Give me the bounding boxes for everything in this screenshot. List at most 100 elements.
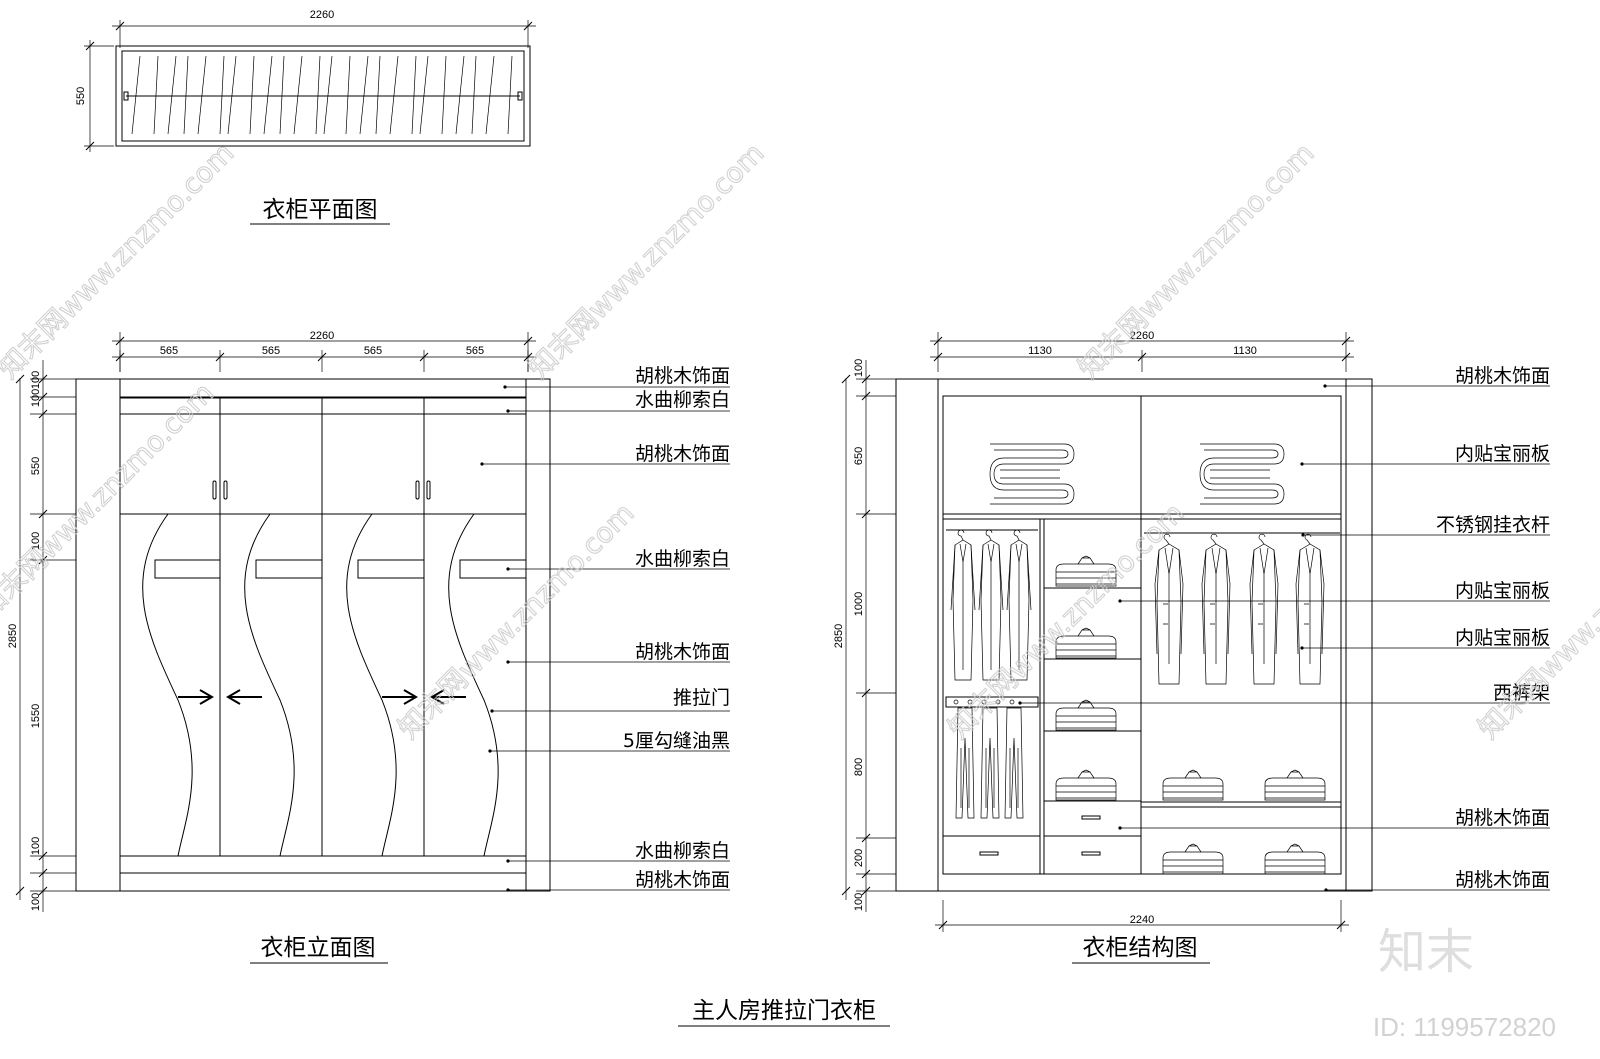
leader-dot <box>490 709 494 713</box>
hanger-line <box>227 55 237 135</box>
elev-label: 胡桃木饰面 <box>635 443 730 465</box>
watermark-text: 知末网www.znzmo.com <box>522 136 771 385</box>
plan-depth-dim: 550 <box>75 87 87 105</box>
watermark-text: 知末网www.znzmo.com <box>1072 136 1321 385</box>
leader-dot <box>1118 826 1122 830</box>
leader-dot <box>506 888 510 892</box>
jacket-icon <box>1295 533 1325 685</box>
elev-left-dim: 550 <box>30 457 42 475</box>
hanger-line <box>315 55 321 135</box>
hanger-line <box>153 55 159 135</box>
leader-dot <box>1301 533 1305 537</box>
leader-dot <box>1324 888 1328 892</box>
elev-seg-dim: 565 <box>466 345 484 357</box>
hanger-line <box>263 55 273 135</box>
struct-total-height-dim: 2850 <box>833 624 845 648</box>
struct-label: 西裤架 <box>1493 682 1550 704</box>
struct-left-dim: 200 <box>853 849 865 867</box>
hanger-line <box>375 55 381 135</box>
elev-left-dim: 100 <box>30 371 42 389</box>
hanger-line <box>441 55 447 135</box>
elev-left-dim: 100 <box>30 893 42 911</box>
leader-dot <box>1323 384 1327 388</box>
watermark-text: 知末网www.znzmo.com <box>942 496 1191 745</box>
plan-title: 衣柜平面图 <box>263 197 378 223</box>
elev-total-dim: 2260 <box>310 330 334 342</box>
hanger-line <box>345 55 351 135</box>
struct-bottom-dim: 2240 <box>1130 914 1154 926</box>
jacket-icon <box>1201 533 1231 685</box>
elev-label: 胡桃木饰面 <box>635 365 730 387</box>
folded-clothes-icon <box>1055 769 1117 801</box>
leader-dot <box>503 385 507 389</box>
struct-seg-dim: 1130 <box>1028 345 1052 357</box>
hanger-line <box>219 55 225 135</box>
folded-clothes-icon <box>1162 769 1224 801</box>
hanger-line <box>323 55 333 135</box>
plan-view: 2260 550 衣柜平面图 <box>75 9 536 225</box>
folded-clothes-icon <box>1162 843 1224 875</box>
struct-label: 内贴宝丽板 <box>1455 443 1550 465</box>
main-title: 主人房推拉门衣柜 <box>692 998 876 1024</box>
struct-label: 胡桃木饰面 <box>1455 365 1550 387</box>
dim-tick <box>841 886 851 896</box>
slide-arrow-icon <box>178 689 466 705</box>
struct-left-dim: 100 <box>853 893 865 911</box>
elev-seg-dim: 565 <box>160 345 178 357</box>
struct-label: 内贴宝丽板 <box>1455 580 1550 602</box>
struct-left-dim: 100 <box>853 359 865 377</box>
struct-label: 不锈钢挂衣杆 <box>1436 514 1550 536</box>
leader-dot <box>1300 462 1304 466</box>
struct-label: 内贴宝丽板 <box>1455 627 1550 649</box>
struct-label: 胡桃木饰面 <box>1455 807 1550 829</box>
struct-left-dim: 800 <box>853 758 865 776</box>
dim-tick <box>15 886 25 896</box>
hanger-line <box>389 55 399 135</box>
watermark: 知末网www.znzmo.com 知末网www.znzmo.com 知末网www… <box>0 136 1600 746</box>
elev-label: 水曲柳索白 <box>635 389 730 411</box>
hanger-line <box>167 55 177 135</box>
shirt-icon <box>950 529 976 681</box>
elev-left-dim: 100 <box>30 389 42 407</box>
elevation-view: 2260 565 565 565 565 100 100 550 100 155… <box>7 330 730 964</box>
watermark-text: 知末网www.znzmo.com <box>0 376 220 625</box>
hanger-line <box>411 55 417 135</box>
struct-left-dim: 650 <box>853 447 865 465</box>
leader-dot <box>488 749 492 753</box>
struct-seg-dim: 1130 <box>1233 345 1257 357</box>
elev-label: 5厘勾缝油黑 <box>623 730 730 752</box>
elev-seg-dim: 565 <box>364 345 382 357</box>
folded-towel-icon <box>989 443 1075 505</box>
hanger-line <box>507 55 513 135</box>
hanger-line <box>249 55 255 135</box>
leader-dot <box>480 462 484 466</box>
hanger-line <box>197 55 207 135</box>
hanger-line <box>131 55 141 135</box>
elev-label: 推拉门 <box>673 687 730 709</box>
leader-dot <box>1018 701 1022 705</box>
dim-tick <box>841 374 851 384</box>
shirt-icon <box>978 529 1004 681</box>
dim-tick <box>15 374 25 384</box>
folded-clothes-icon <box>1264 769 1326 801</box>
hanger-line <box>485 55 495 135</box>
leader-dot <box>506 409 510 413</box>
id-text: ID: 1199572820 <box>1373 1012 1556 1042</box>
elev-total-height-dim: 2850 <box>7 624 19 648</box>
elev-left-dim: 100 <box>30 837 42 855</box>
hanger-line <box>455 55 465 135</box>
hanger-line <box>293 55 303 135</box>
leader-dot <box>506 859 510 863</box>
folded-clothes-icon <box>1264 843 1326 875</box>
elev-label: 水曲柳索白 <box>635 548 730 570</box>
folded-towel-icon <box>1199 443 1285 505</box>
struct-label: 胡桃木饰面 <box>1455 869 1550 891</box>
elev-seg-dim: 565 <box>262 345 280 357</box>
elev-left-dim: 1550 <box>30 704 42 728</box>
plan-width-dim: 2260 <box>310 9 334 21</box>
elev-label: 胡桃木饰面 <box>635 869 730 891</box>
watermark-text: 知末网www.znzmo.com <box>392 496 641 745</box>
trouser-icon <box>1004 707 1024 819</box>
leader-dot <box>1118 599 1122 603</box>
